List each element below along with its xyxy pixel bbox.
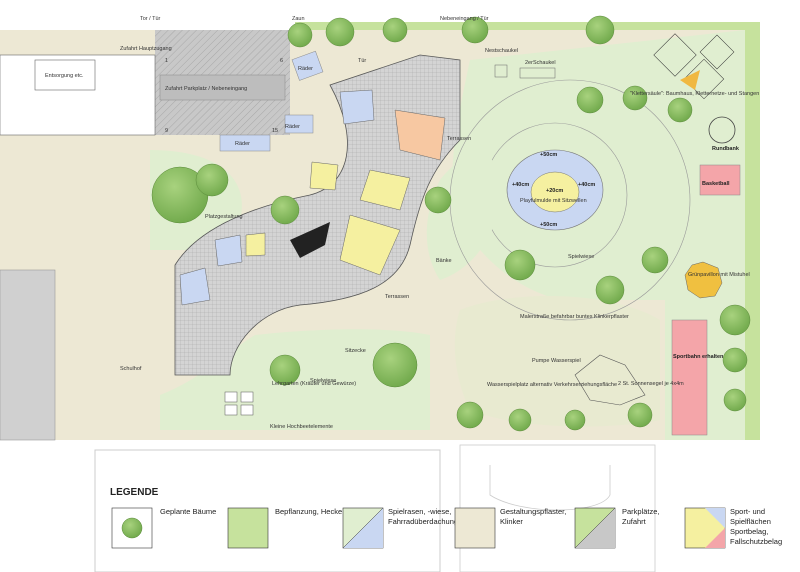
legend-swatch-lawn-divider [342, 507, 384, 549]
legend-swatch-sport-blue [705, 508, 725, 528]
label-stall-1: 1 [165, 58, 168, 64]
legend-label-lawn-1: Spielrasen, -wiese, [388, 507, 451, 516]
legend-title: LEGENDE [110, 487, 159, 498]
playful-bowl-center [530, 171, 580, 213]
legend-label-sport-3: Sportbelag, [730, 527, 768, 536]
legend-label-trees: Geplante Bäume [160, 507, 216, 516]
label-playful-bowl: Playfulmulde mit Sitzwellen [520, 198, 587, 204]
label-water-playground: Wasserspielplatz alternativ Verkehrserzi… [487, 382, 617, 388]
legend-label-parking-2: Zufahrt [622, 517, 647, 526]
label-plus40-left: +40cm [512, 182, 529, 188]
label-play-lawn-2: Spielwiese [310, 378, 336, 384]
legend-label-paving-1: Gestaltungspflaster, [500, 507, 566, 516]
green-pavilion [684, 261, 723, 299]
label-plus40-right: +40cm [578, 182, 595, 188]
label-schoolyard: Schulhof [120, 366, 142, 372]
label-water-pump: Pumpe Wasserspiel [532, 358, 581, 364]
sports-field-arc [489, 465, 611, 511]
label-painter-street: Malerstraße befahrbar buntes Klinkerpfla… [520, 314, 629, 320]
teaching-garden [224, 391, 254, 416]
lawn-bank [426, 155, 502, 280]
label-pavilion: Grünpavillon mit Mistuhel [688, 272, 750, 278]
bike-shelter-2 [284, 114, 314, 134]
building-southwest [0, 269, 56, 441]
label-stall-15: 15 [272, 128, 278, 134]
legend-swatch-parking-divider [574, 507, 616, 549]
label-seating-corner: Sitzecke [345, 348, 366, 354]
legend-label-sport-1: Sport- und [730, 507, 765, 516]
label-bikes-3: Räder [235, 141, 250, 147]
label-parking-access: Zufahrt Parkplatz / Nebeneingang [165, 86, 247, 92]
label-round-bench: Rundbank [712, 146, 740, 152]
hedge-right [745, 30, 760, 440]
label-side-entrance: Nebeneingang / Tür [440, 16, 489, 22]
sports-track [671, 319, 708, 436]
label-plus50-bottom: +50cm [540, 222, 557, 228]
climbing-structure [653, 33, 735, 100]
bike-shelter-1 [291, 50, 324, 81]
legend-label-paving-2: Klinker [500, 517, 523, 526]
legend-label-hedge: Bepflanzung, Hecke [275, 507, 342, 516]
label-climbing-tower: "Klettersäule": Baumhaus, Kletternetze- … [630, 91, 759, 97]
label-main-access: Zufahrt Hauptzugang [120, 46, 172, 52]
label-terraces-1: Terrassen [447, 136, 471, 142]
trees [151, 15, 751, 432]
label-basketball: Basketball [702, 181, 730, 187]
label-plus50-top: +50cm [540, 152, 557, 158]
label-sports-track: Sportbahn erhalten [673, 354, 724, 360]
hedge-top [295, 22, 760, 30]
building-waste [34, 59, 96, 91]
label-bikes-1: Räder [298, 66, 313, 72]
label-waste-disposal: Entsorgung etc. [45, 73, 84, 79]
legend: LEGENDE Geplante Bäume Bepflanzung, Heck… [110, 487, 782, 549]
parking-lane [159, 74, 286, 101]
round-bench [708, 116, 736, 144]
water-playground-area [454, 296, 660, 427]
legend-swatch-sport-pink [705, 528, 725, 548]
legend-label-sport-2: Spielflächen [730, 517, 771, 526]
label-benches: Bänke [436, 258, 452, 264]
double-swing [519, 67, 556, 79]
sun-sails [574, 354, 646, 406]
label-square-design: Platzgestaltung [205, 214, 243, 220]
nest-swing [494, 64, 508, 78]
legend-swatch-hedge [227, 507, 269, 549]
school-building [174, 54, 461, 376]
label-teaching-garden: Lehrgarten (Kräuter und Gewürze) [272, 381, 356, 387]
legend-frame [94, 449, 441, 572]
label-stall-9: 9 [165, 128, 168, 134]
label-door: Tür [358, 58, 366, 64]
label-gate: Tor / Tür [140, 16, 161, 22]
label-bikes-2: Räder [285, 124, 300, 130]
legend-label-sport-4: Fallschutzbelag [730, 537, 782, 546]
label-fence: Zaun [292, 16, 305, 22]
label-terraces-2: Terrassen [385, 294, 409, 300]
label-double-swing: 2erSchaukel [525, 60, 556, 66]
legend-label-lawn-2: Fahrradüberdachung [388, 517, 458, 526]
legend-swatch-paving [454, 507, 496, 549]
tree-icon [121, 517, 143, 539]
bike-shelter-3 [219, 134, 271, 152]
label-raised-beds: Kleine Hochbeetelemente [270, 424, 333, 430]
label-sun-sails: 2 St. Sonnensegel je 4x4m [618, 381, 684, 387]
legend-label-parking-1: Parkplätze, [622, 507, 660, 516]
label-plus20: +20cm [546, 188, 563, 194]
label-play-lawn-1: Spielwiese [568, 254, 594, 260]
label-nest-swing: Nestschaukel [485, 48, 518, 54]
label-stall-6: 6 [280, 58, 283, 64]
basketball-court [699, 164, 741, 196]
